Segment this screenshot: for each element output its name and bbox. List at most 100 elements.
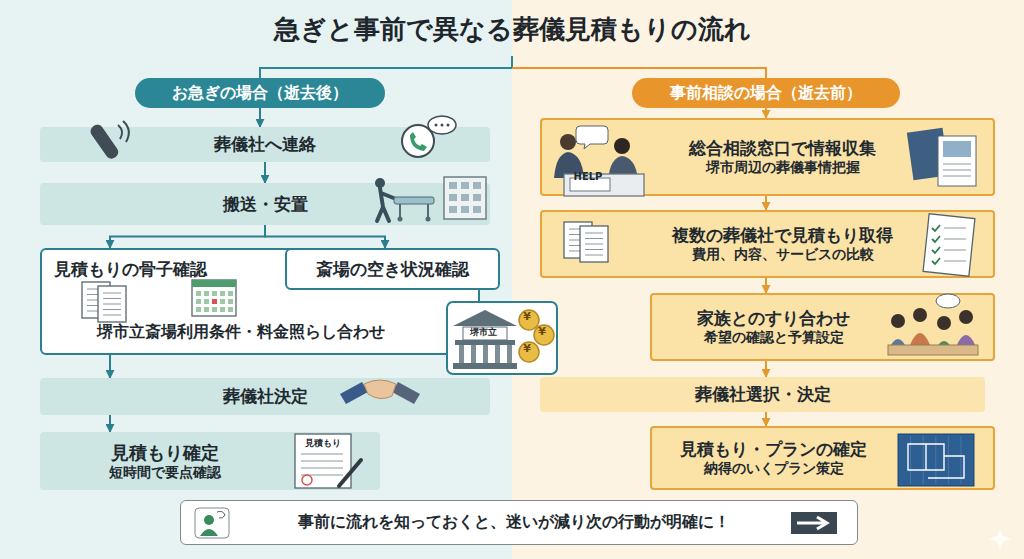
- process-box: 家族とのすり合わせ希望の確認と予算設定: [650, 293, 995, 361]
- flow-arrow: [110, 225, 265, 248]
- building-column: [507, 345, 512, 363]
- person-head: [959, 310, 973, 324]
- phone-handset: [410, 132, 427, 151]
- icon-group: [82, 282, 126, 322]
- node-heading: 家族とのすり合わせ: [697, 307, 850, 329]
- flow-arrow: [765, 108, 767, 118]
- flow-arrow: [109, 355, 111, 378]
- window: [461, 206, 469, 213]
- phase-header: お急ぎの場合（逝去後）: [135, 78, 385, 108]
- process-box: 総合相談窓口で情報収集堺市周辺の葬儀事情把握: [540, 118, 995, 196]
- stretcher-legs: [400, 204, 428, 217]
- building: [444, 177, 486, 219]
- person-head: [614, 138, 630, 154]
- pen: [339, 460, 361, 486]
- flow-arrow: [765, 196, 767, 210]
- node-detail: 希望の確認と予算設定: [704, 329, 844, 347]
- desk: [564, 174, 644, 196]
- window: [449, 194, 457, 201]
- bubble-dot: [441, 124, 444, 127]
- calendar-cell: [220, 307, 225, 312]
- person-head: [891, 314, 905, 328]
- process-box: 斎場の空き状況確認: [285, 248, 500, 290]
- phase-header: 事前相談の場合（逝去前）: [632, 78, 900, 108]
- check-mark: [932, 236, 940, 242]
- calendar-cell: [228, 299, 233, 304]
- arrow-plate: [791, 512, 837, 534]
- calendar-cell: [196, 307, 201, 312]
- process-box: 搬送・安置: [40, 183, 490, 225]
- ring-wave: [118, 121, 129, 142]
- process-box: 葬儀社へ連絡: [40, 127, 490, 162]
- window: [449, 182, 457, 189]
- blueprint: [898, 434, 974, 486]
- calendar-cell: [212, 299, 217, 304]
- doc-line: [943, 176, 971, 177]
- calendar: [192, 280, 236, 316]
- icon-group: [88, 121, 129, 161]
- grid-line: [910, 436, 911, 484]
- left-ground: [0, 0, 512, 559]
- flow-arrow: [765, 412, 767, 426]
- thought-mark: [217, 511, 225, 518]
- bubble-dot: [447, 124, 450, 127]
- speech-bubble: [576, 126, 608, 149]
- person-head: [560, 134, 576, 150]
- wheel: [398, 217, 403, 222]
- speech-bubble: [428, 116, 456, 134]
- calendar-cell: [196, 291, 201, 296]
- calendar-cell: [204, 299, 209, 304]
- icon-group: [898, 434, 974, 486]
- flow-arrow: [264, 162, 266, 183]
- window: [461, 194, 469, 201]
- node-heading: 見積もり確定: [111, 441, 219, 464]
- node-detail: 堺市立斎場利用条件・料金照らし合わせ: [97, 322, 385, 343]
- process-box: 葬儀社選択・決定: [540, 377, 985, 412]
- building-beam: [455, 340, 515, 345]
- node-detail: 堺市周辺の葬儀事情把握: [706, 159, 860, 177]
- flow-arrow: [259, 108, 261, 127]
- grid-line: [923, 436, 924, 484]
- person-body: [200, 529, 218, 536]
- right-ground: [512, 0, 1024, 559]
- node-detail: 納得のいくプラン策定: [704, 460, 844, 478]
- sleeve-left: [340, 382, 368, 404]
- calendar-bar: [192, 280, 236, 287]
- node-heading: 葬儀社へ連絡: [214, 133, 316, 155]
- table: [888, 345, 978, 355]
- flow-arrow: [765, 278, 767, 293]
- node-heading: 葬儀社選択・決定: [695, 383, 831, 405]
- diagram-title: 急ぎと事前で異なる葬儀見積もりの流れ: [0, 12, 1024, 47]
- doc-line: [103, 315, 121, 316]
- wheel: [426, 217, 431, 222]
- yen-coin: [519, 310, 539, 330]
- building-column: [483, 345, 488, 363]
- node-heading: お急ぎの場合（逝去後）: [172, 83, 348, 104]
- calendar-cell: [228, 291, 233, 296]
- yen-coin: [534, 325, 554, 345]
- node-heading: 見積もりの骨子確認: [54, 258, 207, 280]
- node-heading: 複数の葬儀社で見積もり取得: [672, 224, 893, 246]
- building-roof: [453, 310, 517, 326]
- node-illustration: [542, 212, 987, 280]
- node-heading: 総合相談窓口で情報収集: [689, 137, 876, 159]
- window: [473, 182, 481, 189]
- building-column: [471, 345, 476, 363]
- doc-line: [944, 228, 966, 229]
- person-body: [910, 333, 930, 345]
- node-heading: 見積もり・プランの確定: [680, 438, 867, 460]
- node-detail: 短時間で要点確認: [109, 464, 221, 482]
- title-bracket: [260, 56, 512, 78]
- grid-line: [948, 436, 949, 484]
- window: [473, 206, 481, 213]
- process-box: 見積もり・プランの確定納得のいくプラン策定: [650, 426, 995, 490]
- calendar-cell: [220, 291, 225, 296]
- icon-group: [791, 512, 837, 534]
- stretcher: [394, 197, 434, 204]
- title-bracket: [512, 68, 766, 78]
- phone-handset: [88, 122, 120, 161]
- flow-arrow: [265, 225, 385, 248]
- process-box: 葬儀社決定: [40, 378, 490, 415]
- node-illustration: [542, 120, 987, 198]
